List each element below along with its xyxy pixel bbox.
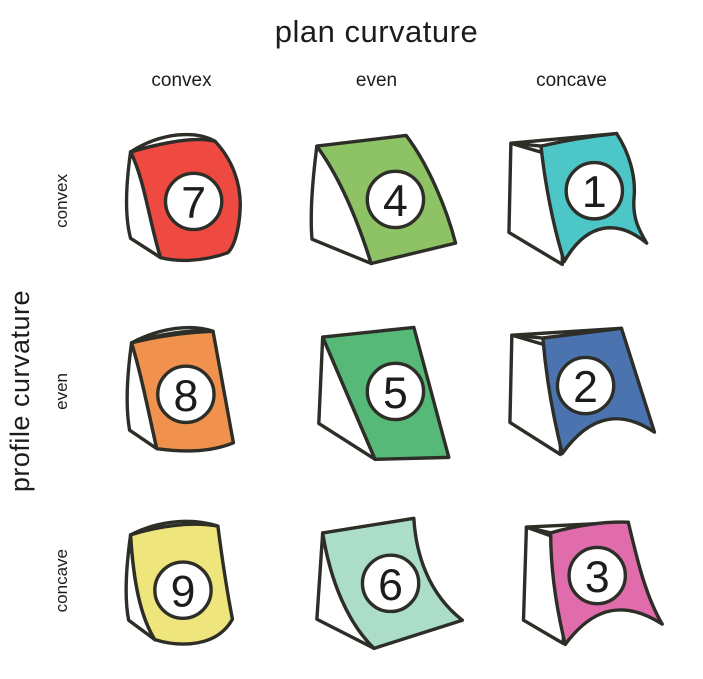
plan-axis-title: plan curvature xyxy=(274,14,479,49)
cell-number: 5 xyxy=(383,369,408,418)
wedge-cell-7: 7 xyxy=(84,106,279,296)
corner-spacer xyxy=(40,70,84,106)
number-badge xyxy=(365,361,425,422)
plan-header-convex: convex xyxy=(151,70,212,91)
profile-header-concave: concave xyxy=(52,549,71,613)
wedge-cell-8: 8 xyxy=(84,296,279,486)
wedge-cell-6: 6 xyxy=(279,486,474,676)
cell-number: 4 xyxy=(383,177,408,226)
wedge-illustration-5: 5 xyxy=(316,325,450,462)
plan-header-even: even xyxy=(355,70,398,91)
cell-number: 7 xyxy=(181,179,206,228)
profile-header-convex: convex xyxy=(52,174,71,228)
wedge-cell-2: 2 xyxy=(474,296,669,486)
corner-spacer xyxy=(0,70,40,106)
number-badge xyxy=(152,560,213,620)
number-badge xyxy=(566,545,627,606)
profile-axis-title-wrap: profile curvature xyxy=(0,106,40,676)
cell-number: 3 xyxy=(584,553,609,602)
wedge-cell-5: 5 xyxy=(279,296,474,486)
wedge-illustration-6: 6 xyxy=(314,516,464,651)
wedge-cell-4: 4 xyxy=(279,106,474,296)
matrix-grid: convex even concave profile curvature co… xyxy=(0,70,703,676)
wedge-cell-1: 1 xyxy=(474,106,669,296)
cell-number: 8 xyxy=(173,372,198,421)
profile-header-even: even xyxy=(52,372,71,410)
wedge-illustration-4: 4 xyxy=(309,133,457,266)
cell-number: 1 xyxy=(581,168,606,217)
wedge-illustration-1: 1 xyxy=(506,131,648,267)
cell-number: 2 xyxy=(573,363,598,412)
number-badge xyxy=(563,160,624,221)
wedge-illustration-9: 9 xyxy=(124,519,234,646)
number-badge xyxy=(360,553,420,614)
number-badge xyxy=(365,169,425,230)
profile-axis-title: profile curvature xyxy=(4,289,35,493)
number-badge xyxy=(163,171,223,232)
wedge-illustration-2: 2 xyxy=(507,326,656,457)
wedge-cell-3: 3 xyxy=(474,486,669,676)
cell-number: 6 xyxy=(378,561,403,610)
wedge-illustration-3: 3 xyxy=(521,520,664,647)
wedge-illustration-7: 7 xyxy=(124,132,242,263)
wedge-cell-9: 9 xyxy=(84,486,279,676)
number-badge xyxy=(555,355,615,416)
plan-header-concave: concave xyxy=(536,70,607,91)
wedge-illustration-8: 8 xyxy=(125,325,235,453)
cell-number: 9 xyxy=(170,568,195,617)
number-badge xyxy=(155,364,216,425)
